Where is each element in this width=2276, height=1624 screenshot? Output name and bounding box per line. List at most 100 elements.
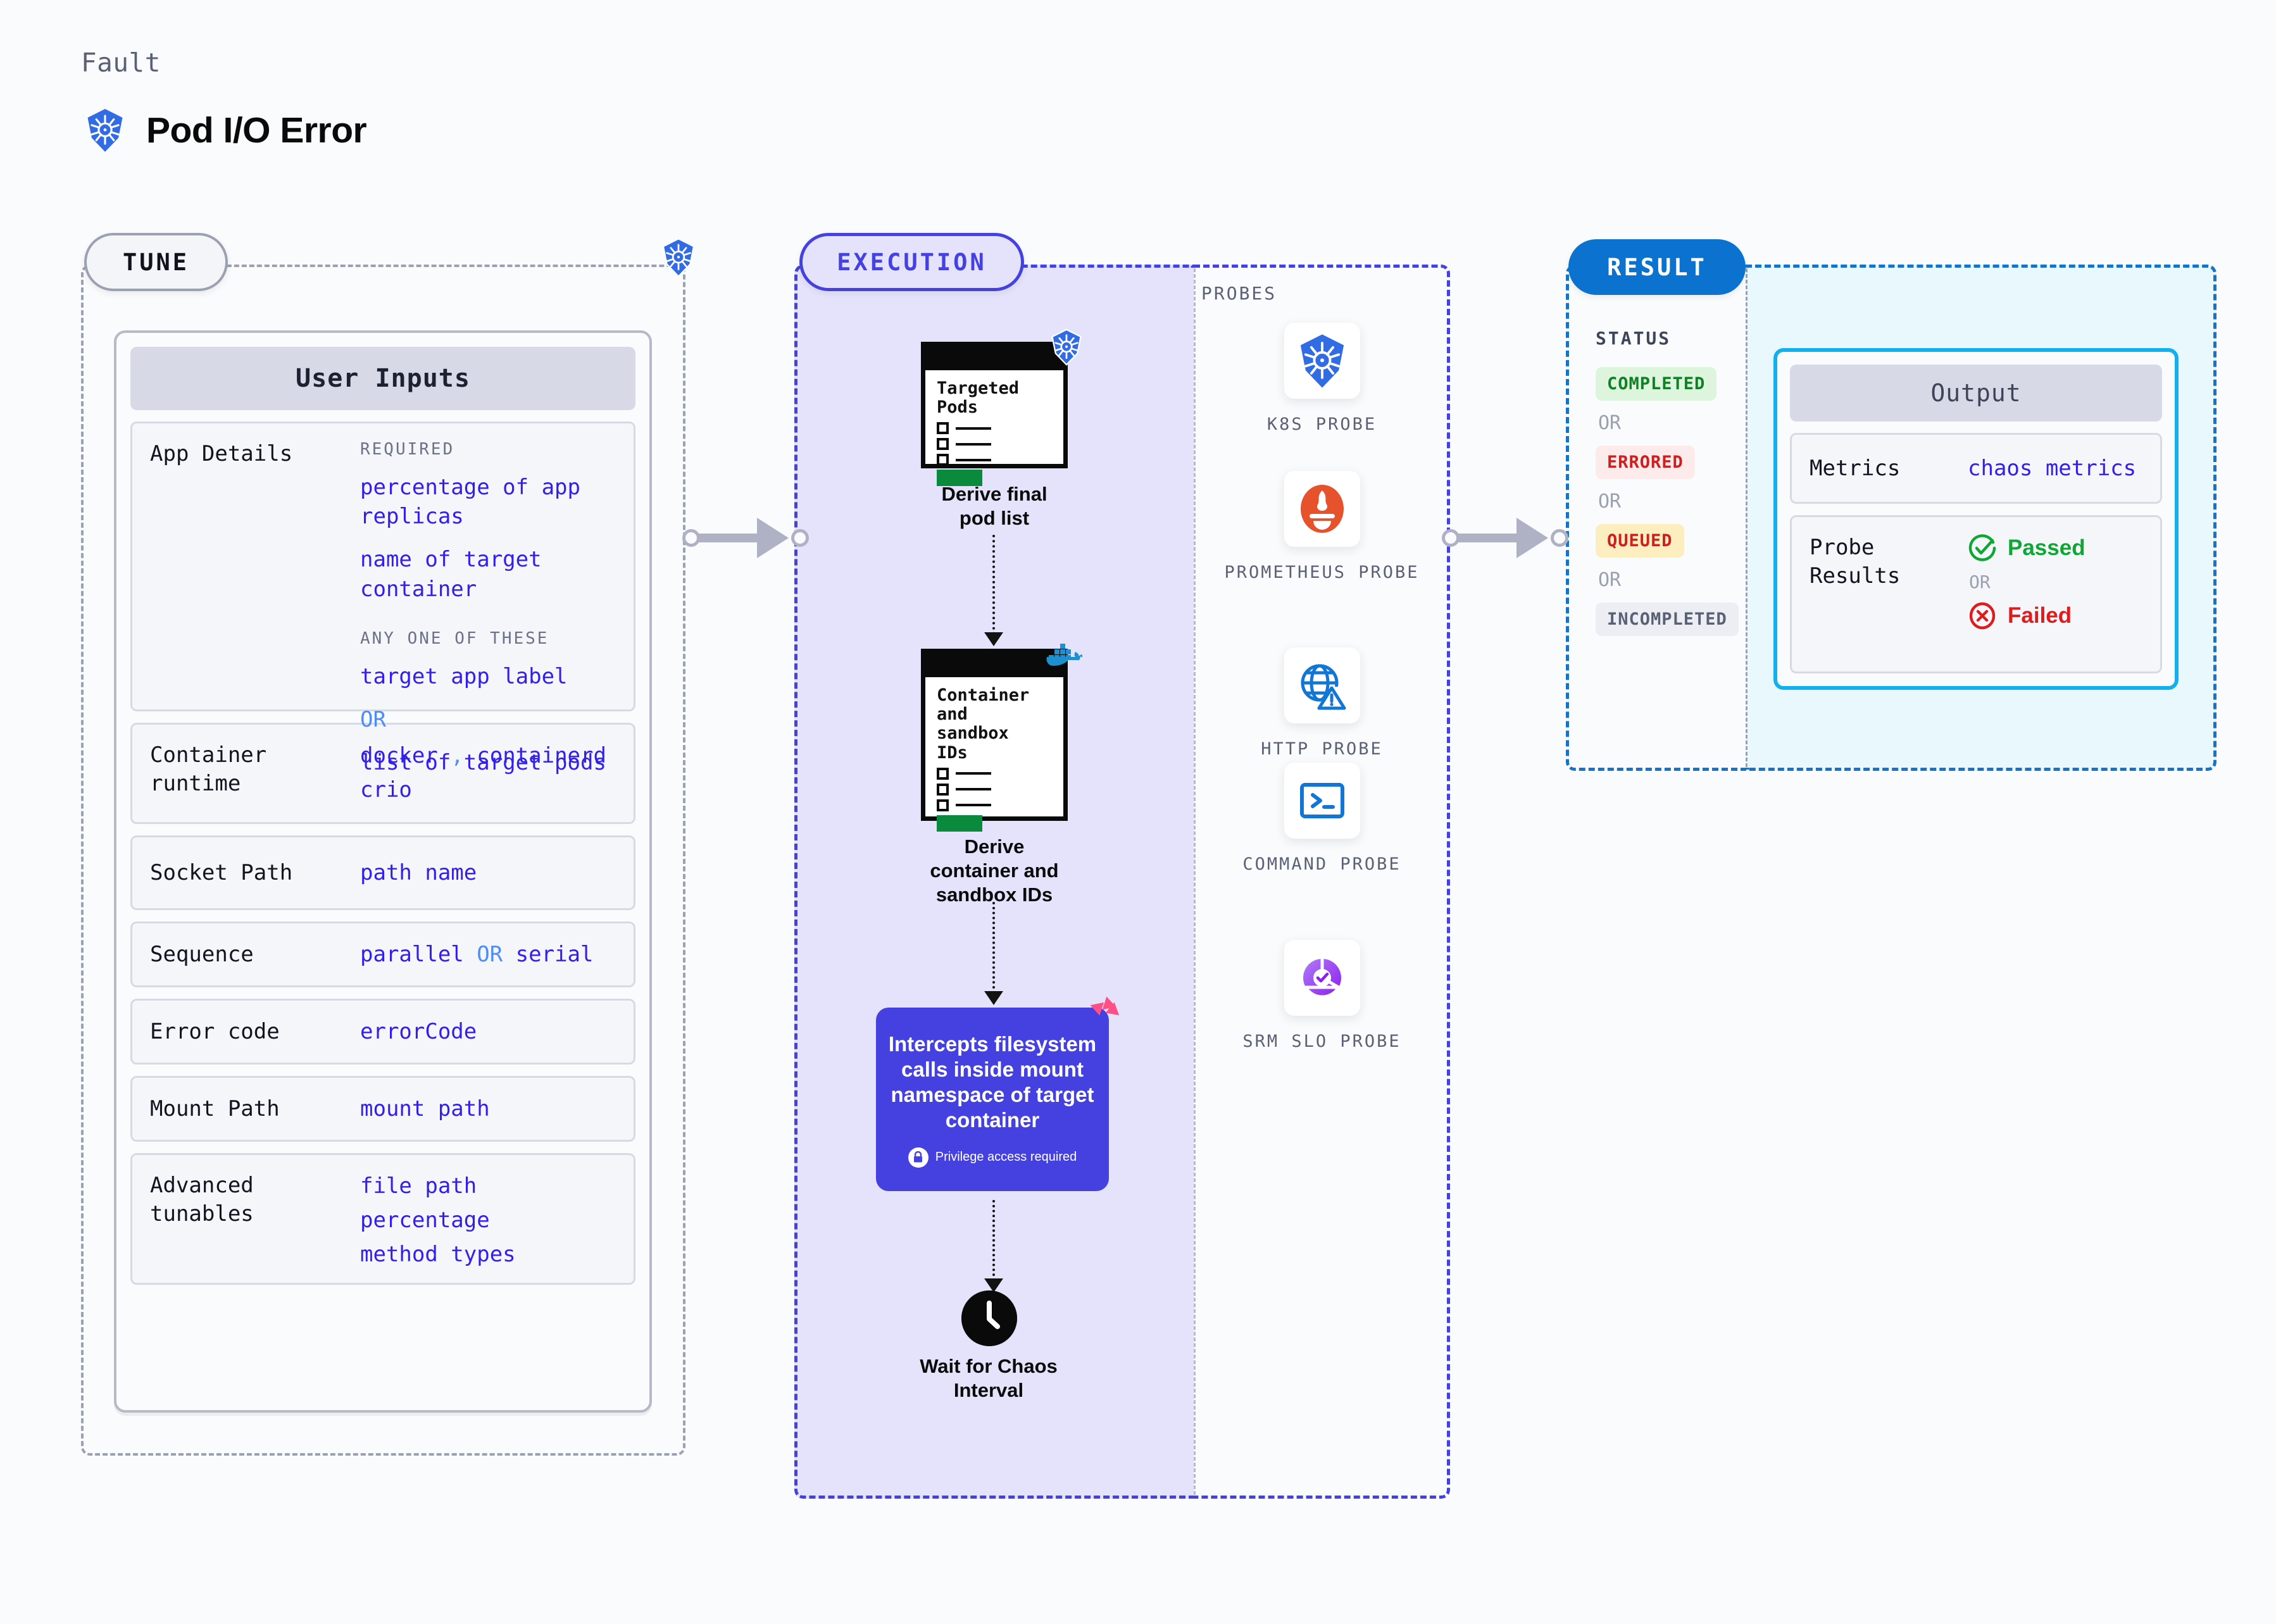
execution-probes-divider (1194, 268, 1196, 1495)
clock-icon (961, 1290, 1017, 1346)
privilege-note: Privilege access required (908, 1147, 1077, 1168)
tune-row-container-runtime[interactable]: Container runtime docker , containerd cr… (130, 723, 635, 824)
connector-probes-to-result (1442, 513, 1568, 563)
tune-value: percentage (360, 1208, 490, 1234)
tune-row-sequence[interactable]: Sequence parallel OR serial (130, 921, 635, 987)
fault-header: Pod I/O Error (84, 108, 367, 153)
x-circle-icon (1968, 601, 1997, 630)
probe-result-passed: Passed (1968, 534, 2144, 563)
probe-k8s[interactable]: K8S PROBE (1194, 323, 1450, 437)
flow-step-derive-container-ids: Container and sandbox IDs (921, 644, 1085, 906)
targeted-pods-document: Targeted Pods (921, 328, 1082, 487)
probe-prometheus[interactable]: PROMETHEUS PROBE (1194, 471, 1450, 585)
tune-value: path name (360, 859, 477, 885)
checkbox-icon (937, 422, 949, 435)
lock-icon (908, 1147, 929, 1168)
status-list: COMPLETED OR ERRORED OR QUEUED OR INCOMP… (1596, 367, 1741, 636)
document-header-bar (925, 653, 1063, 677)
probe-label: PROMETHEUS PROBE (1224, 563, 1420, 582)
result-pill[interactable]: RESULT (1568, 239, 1746, 295)
document-progress-bar (937, 470, 982, 487)
status-or: OR (1598, 569, 1622, 591)
checkbox-icon (937, 438, 949, 451)
execution-pill[interactable]: EXECUTION (799, 233, 1024, 291)
status-badge-errored: ERRORED (1596, 446, 1695, 479)
checkbox-icon (937, 783, 949, 796)
probe-http[interactable]: HTTP PROBE (1194, 647, 1450, 761)
tune-pill[interactable]: TUNE (84, 233, 228, 291)
tune-value: mount path (360, 1096, 490, 1121)
terminal-icon (1284, 763, 1360, 839)
output-row-metrics[interactable]: Metrics chaos metrics (1790, 433, 2162, 504)
output-row-probe-results[interactable]: Probe Results Passed OR (1790, 515, 2162, 673)
probe-result-failed: Failed (1968, 601, 2144, 630)
flow-step-wait-interval: Wait for Chaos Interval (894, 1354, 1084, 1402)
fault-eyebrow: Fault (81, 47, 161, 78)
tune-row-label: Advanced tunables (150, 1173, 254, 1227)
tune-row-advanced-tunables[interactable]: Advanced tunables file path percentage m… (130, 1153, 635, 1285)
kubernetes-icon (660, 237, 697, 281)
checkbox-icon (937, 799, 949, 811)
tune-row-socket-path[interactable]: Socket Path path name (130, 835, 635, 910)
probe-result-or: OR (1969, 572, 1991, 592)
metrics-value: chaos metrics (1968, 455, 2137, 481)
required-heading: REQUIRED (360, 440, 455, 459)
tune-row-label: Socket Path (150, 859, 293, 885)
tune-value: parallel OR serial (360, 941, 594, 967)
tune-row-mount-path[interactable]: Mount Path mount path (130, 1076, 635, 1142)
probe-label: HTTP PROBE (1261, 739, 1383, 759)
output-card: Output Metrics chaos metrics Probe Resul… (1773, 348, 2179, 690)
tune-row-app-details[interactable]: App Details REQUIRED percentage of app r… (130, 422, 635, 775)
flow-arrow-head (984, 1278, 1003, 1292)
flow-connector-line (992, 902, 995, 994)
flow-arrow-head (984, 991, 1003, 1005)
document-title: Targeted Pods (937, 378, 1020, 418)
document-checklist (937, 767, 1063, 811)
user-inputs-title: User Inputs (130, 347, 635, 410)
tune-value: name of target container (360, 547, 542, 602)
connector-tune-to-execution (682, 513, 809, 563)
output-card-title: Output (1790, 365, 2162, 422)
flow-connector-line (992, 535, 995, 635)
status-title: STATUS (1596, 328, 1672, 349)
result-output-divider (1746, 268, 1748, 767)
any-one-of-these-heading: ANY ONE OF THESE (360, 628, 549, 648)
user-inputs-card: User Inputs App Details REQUIRED percent… (114, 330, 652, 1413)
kubernetes-icon (84, 108, 126, 153)
tune-value: target app label (360, 663, 568, 689)
tune-value: crio (360, 777, 412, 803)
tune-row-label: Container runtime (150, 742, 267, 796)
metrics-label: Metrics (1810, 455, 1901, 481)
probes-title: PROBES (1201, 283, 1277, 304)
tune-row-label: Mount Path (150, 1096, 280, 1121)
flow-arrow-head (984, 632, 1003, 646)
tune-row-error-code[interactable]: Error code errorCode (130, 999, 635, 1065)
document-progress-bar (937, 815, 982, 832)
tune-value-or: OR (360, 707, 386, 733)
probes-panel (1194, 265, 1450, 1499)
tune-value: percentage of app replicas (360, 475, 580, 530)
srm-slo-icon (1284, 940, 1360, 1016)
status-or: OR (1598, 412, 1622, 434)
privilege-note-text: Privilege access required (935, 1150, 1077, 1164)
litmus-chaos-icon (1086, 995, 1123, 1031)
probe-command[interactable]: COMMAND PROBE (1194, 763, 1450, 877)
checkbox-icon (937, 454, 949, 466)
tune-value: list of target pods (360, 750, 606, 776)
kubernetes-icon (1049, 328, 1084, 369)
probe-label: SRM SLO PROBE (1242, 1032, 1401, 1051)
tune-row-label: Sequence (150, 941, 254, 967)
tune-value: errorCode (360, 1018, 477, 1044)
prometheus-icon (1284, 471, 1360, 547)
tune-value: file path (360, 1173, 477, 1199)
probe-label: K8S PROBE (1266, 415, 1377, 434)
chaos-injection-box: Intercepts filesystem calls inside mount… (876, 996, 1120, 1191)
tune-row-label: Error code (150, 1018, 280, 1044)
kubernetes-icon (1284, 323, 1360, 399)
probe-srm-slo[interactable]: SRM SLO PROBE (1194, 940, 1450, 1054)
failed-label: Failed (2008, 603, 2072, 628)
flow-step-caption: Derive final pod list (941, 483, 1047, 529)
status-badge-incompleted: INCOMPLETED (1596, 603, 1739, 636)
flow-step-caption: Wait for Chaos Interval (920, 1355, 1058, 1401)
